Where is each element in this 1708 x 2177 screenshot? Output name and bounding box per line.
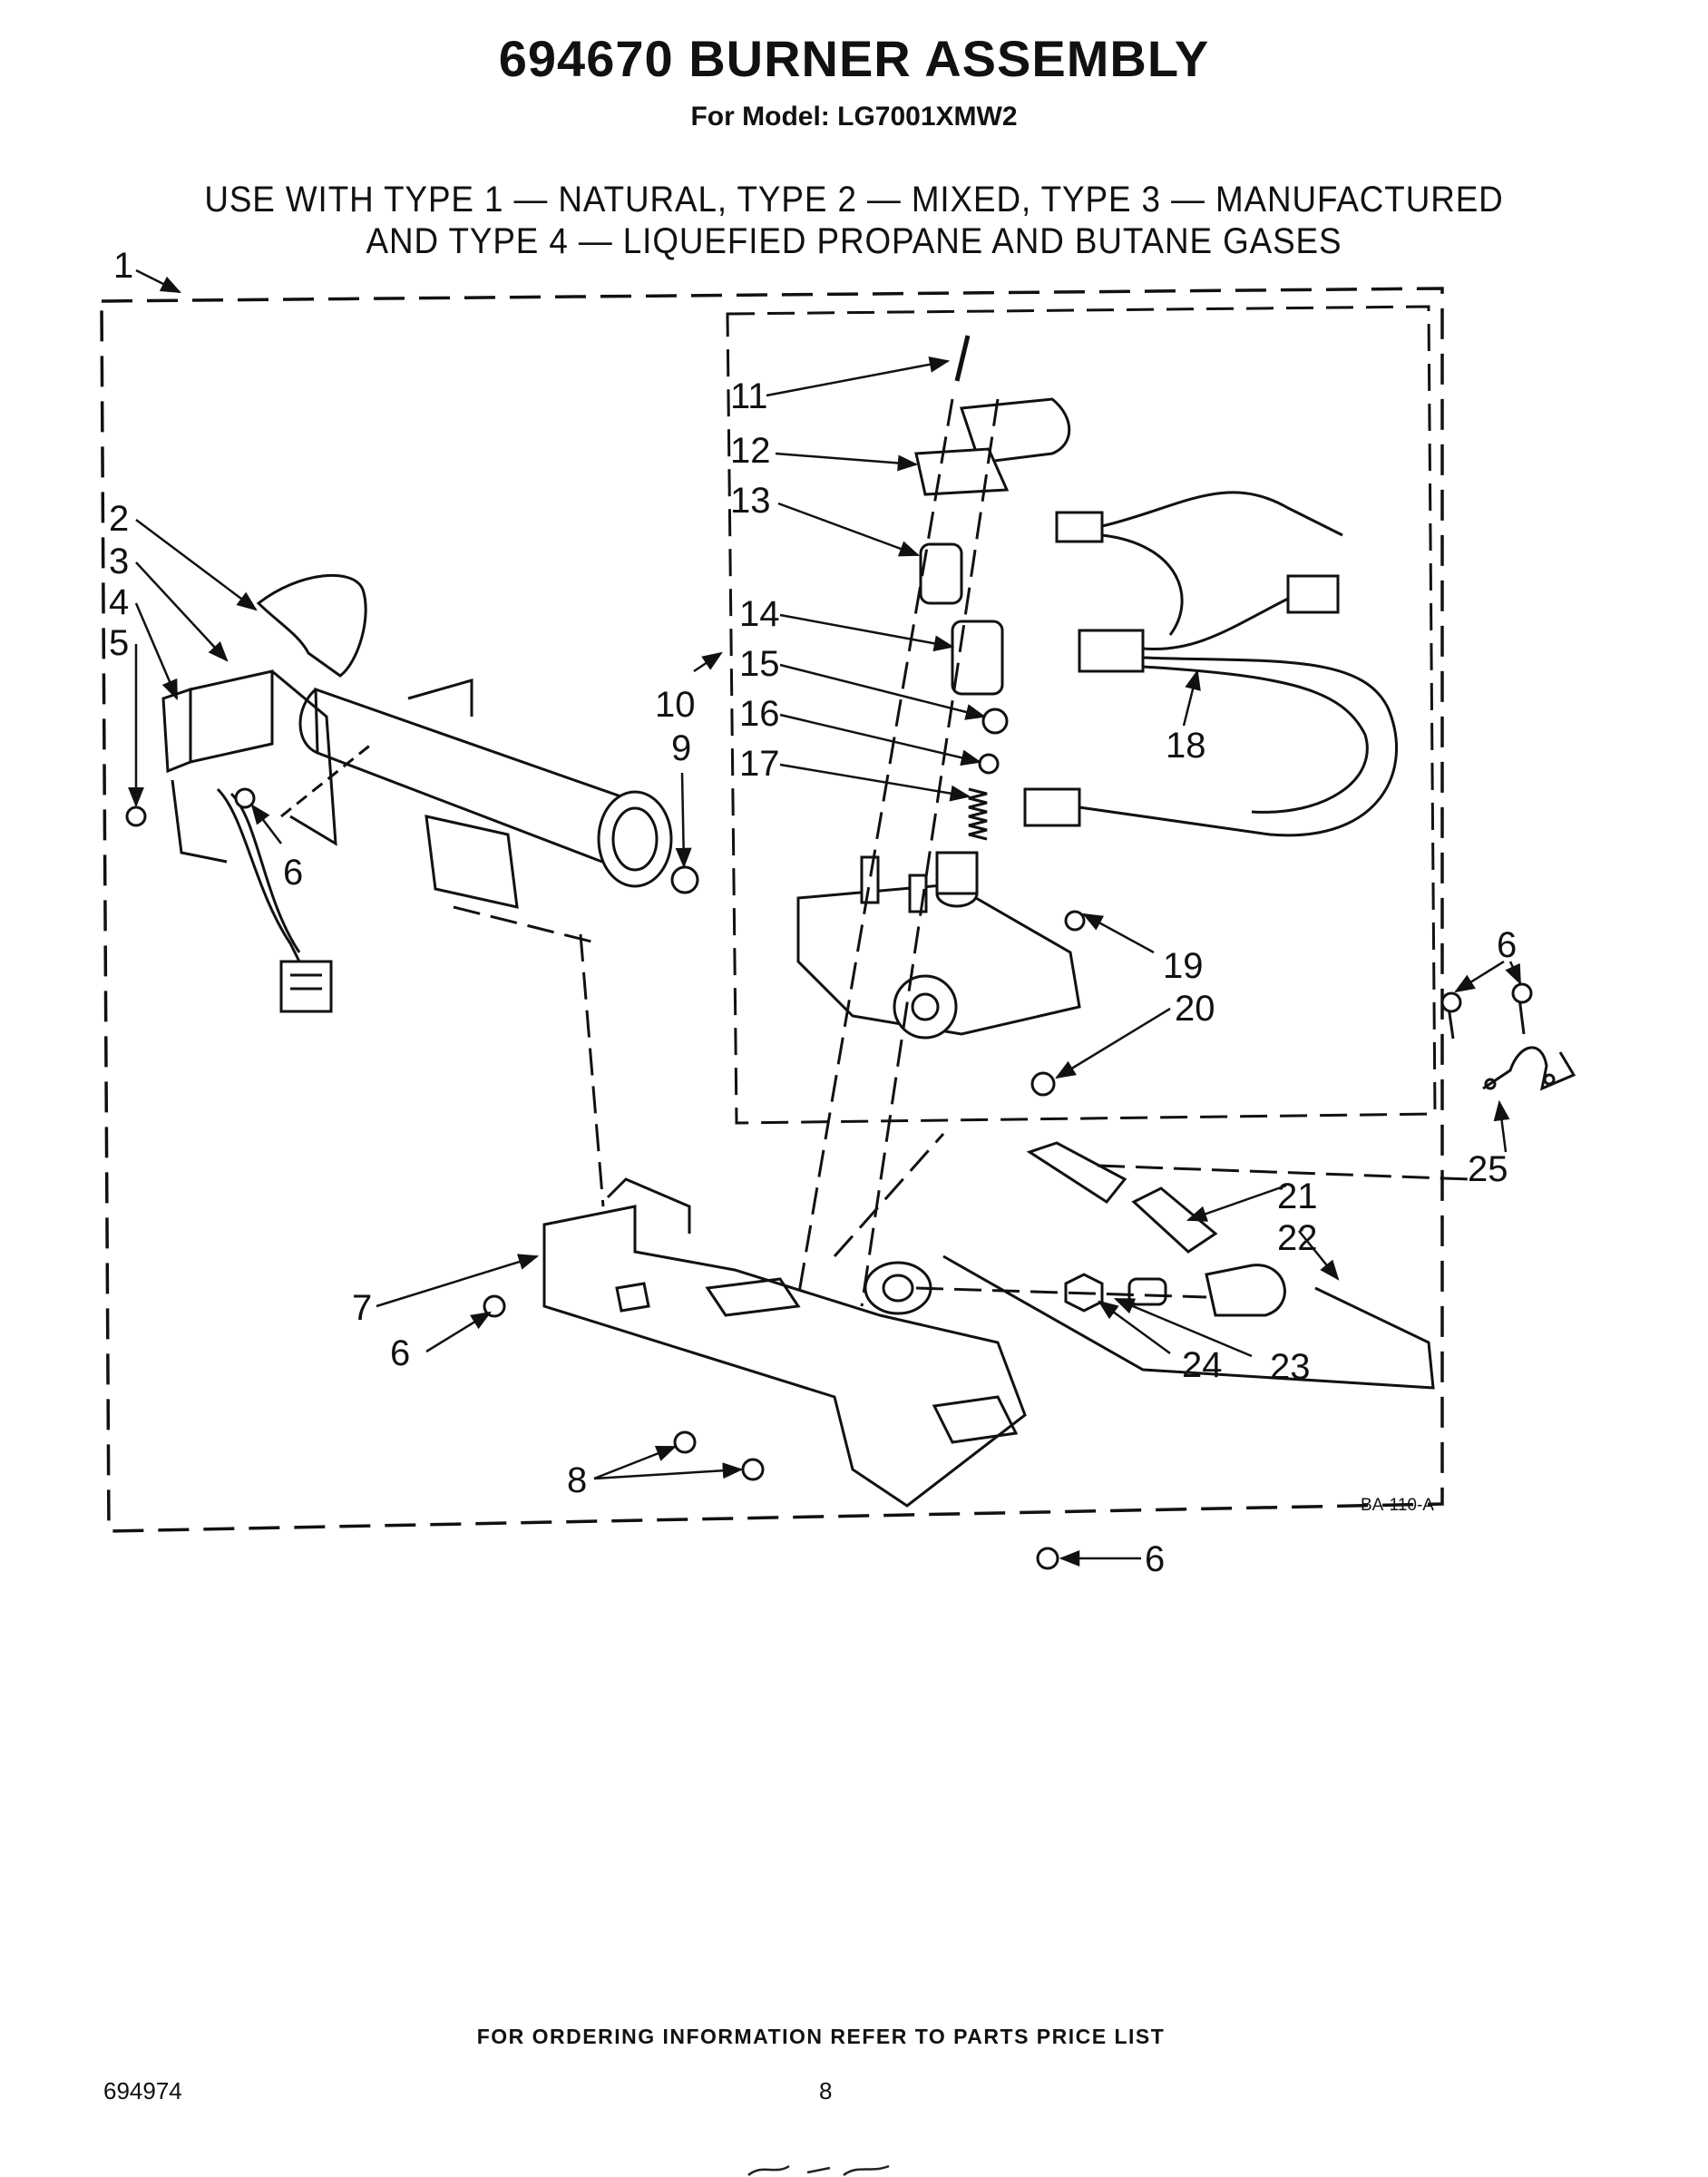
ordering-info-note: FOR ORDERING INFORMATION REFER TO PARTS … [476,2025,1166,2048]
handwritten-mark [747,2164,890,2177]
burner-tube-part [256,573,673,909]
orifice-parts [915,1141,1470,1390]
gas-types-line-2: AND TYPE 4 — LIQUEFIED PROPANE AND BUTAN… [366,221,1342,261]
mounting-bracket-part [453,905,1027,1508]
callout-6-bracket: 6 [390,1333,410,1373]
callout-8: 8 [567,1460,587,1500]
page-title: 694670 BURNER ASSEMBLY [498,30,1210,87]
callout-6-igniter: 6 [283,853,303,893]
callout-11: 11 [730,376,768,416]
callout-21: 21 [1277,1176,1318,1216]
callout-2: 2 [109,499,129,539]
wire-harness-part [1023,491,1398,837]
callout-3: 3 [109,542,129,581]
assembly-boundary-outer [100,287,1444,1533]
callout-20: 20 [1175,989,1215,1029]
callout-16: 16 [739,694,780,734]
model-subtitle: For Model: LG7001XMW2 [690,102,1018,132]
callout-5: 5 [109,623,129,663]
callout-15: 15 [739,644,780,684]
callout-6-bottom: 6 [1145,1539,1165,1579]
callout-23: 23 [1270,1347,1311,1387]
valve-subassembly-boundary [726,305,1437,1125]
callout-13: 13 [730,481,771,521]
gas-valve-body-part [796,851,1081,1040]
document-number: 694974 [103,2077,182,2104]
gas-types-line-1: USE WITH TYPE 1 — NATURAL, TYPE 2 — MIXE… [204,180,1504,220]
solenoid-coil-stack-part [792,335,1071,1325]
callout-6-clamp: 6 [1497,925,1517,965]
callout-7: 7 [352,1288,372,1328]
callout-22: 22 [1277,1218,1318,1258]
callout-leaders [128,268,1522,1567]
callout-18: 18 [1166,726,1206,766]
callout-14: 14 [739,594,780,634]
pipe-clamp-part [1447,997,1576,1091]
callout-10: 10 [655,685,696,725]
callout-9: 9 [671,728,691,768]
callout-1: 1 [113,246,133,286]
figure-code: BA-110-A [1361,1496,1434,1515]
callout-19: 19 [1163,946,1204,986]
callout-24: 24 [1182,1345,1223,1385]
callout-4: 4 [109,582,129,622]
callout-12: 12 [730,431,771,471]
callout-25: 25 [1468,1149,1508,1189]
igniter-bracket-part [161,669,373,1013]
screw-fasteners [125,787,1533,1570]
callout-17: 17 [739,744,780,784]
page-number: 8 [819,2077,833,2104]
